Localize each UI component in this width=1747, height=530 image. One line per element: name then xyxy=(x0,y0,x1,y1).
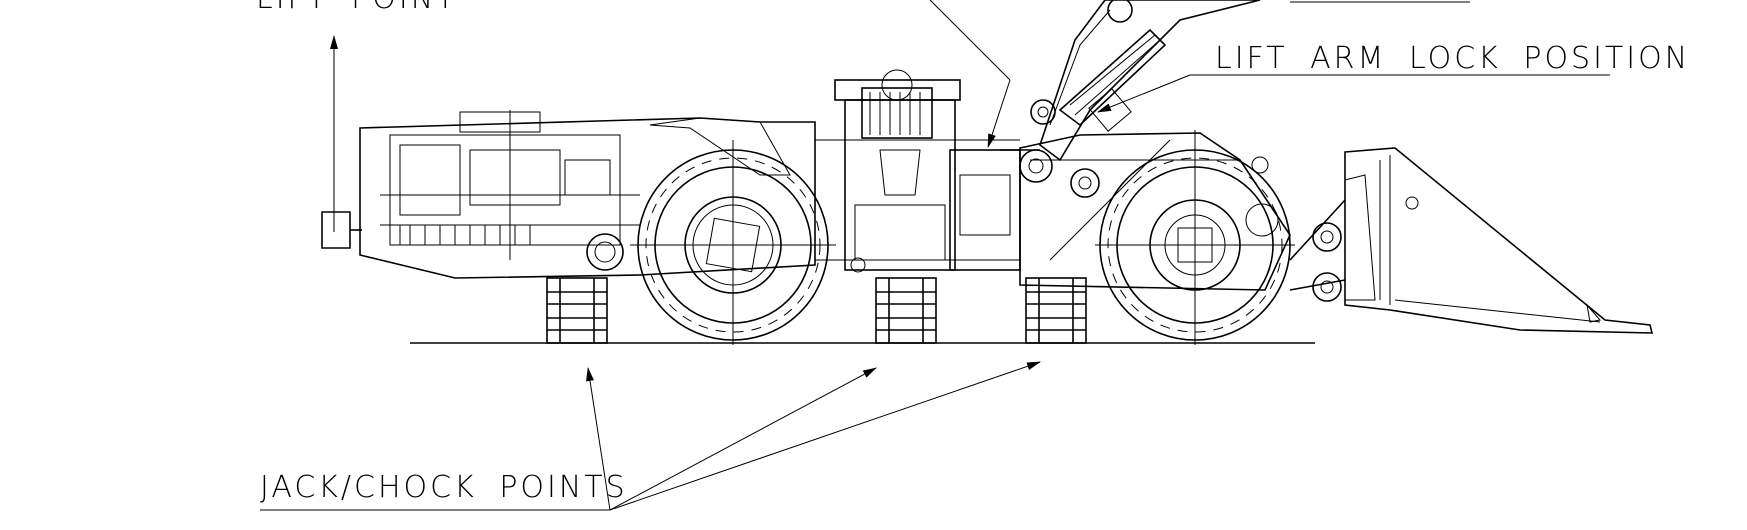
top-leader-arrow xyxy=(987,79,1011,148)
lift-point-label: LIFT POINT xyxy=(256,0,457,16)
jack-chock-label: JACK/CHOCK POINTS xyxy=(260,470,628,505)
top-leader xyxy=(929,0,1011,81)
jack-arrow-rear xyxy=(586,367,611,511)
centre-frame xyxy=(815,69,1021,273)
lift-arm-lock-arrow xyxy=(1097,74,1191,113)
jack-stand-center xyxy=(875,277,937,344)
bucket xyxy=(1289,147,1654,334)
lift-arm xyxy=(1000,0,1261,183)
jack-arrow-center xyxy=(609,367,877,511)
front-chassis xyxy=(1019,132,1291,291)
front-wheel xyxy=(1095,130,1295,345)
rear-chassis xyxy=(321,110,816,279)
jack-arrow-front xyxy=(609,361,1041,511)
rear-wheel xyxy=(630,140,836,345)
lift-arm-lock-label: LIFT ARM LOCK POSITION xyxy=(1215,41,1690,76)
jack-stand-rear xyxy=(546,277,608,344)
jack-stand-front xyxy=(1025,277,1087,344)
